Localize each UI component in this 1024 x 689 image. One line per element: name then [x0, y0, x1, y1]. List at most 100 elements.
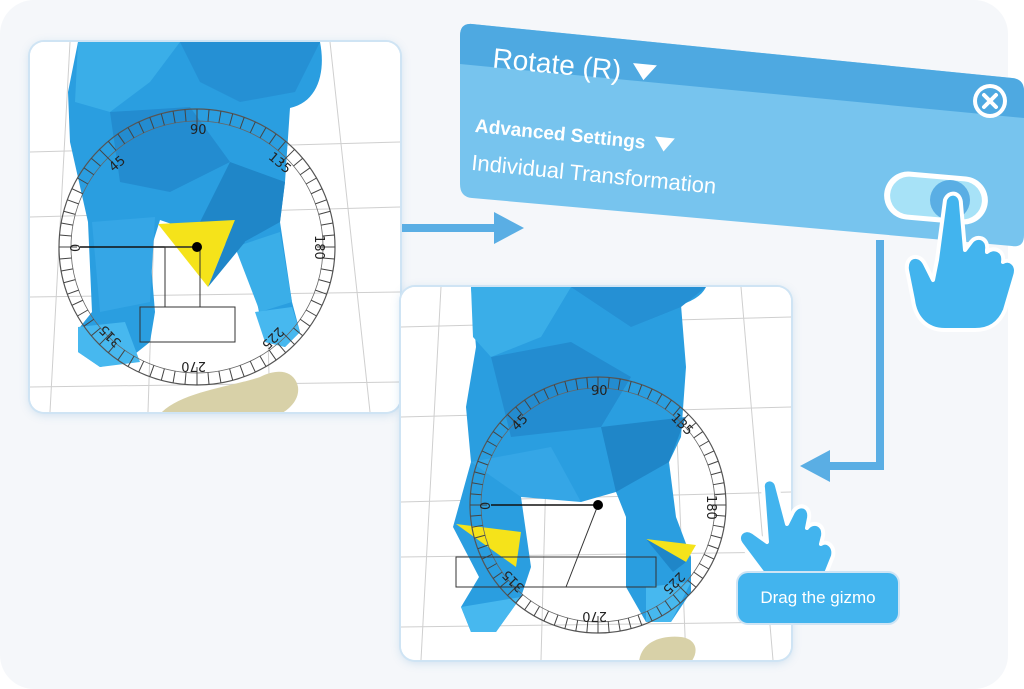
- gizmo-tick: [268, 133, 277, 145]
- gizmo-tick: [533, 393, 540, 404]
- gizmo-tick: [67, 289, 79, 295]
- gizmo-tick: [627, 381, 632, 393]
- gizmo-tick: [507, 583, 520, 596]
- gizmo-tick: [492, 431, 503, 439]
- gizmo-tick: [305, 309, 317, 317]
- gizmo-tick: [310, 188, 323, 195]
- gizmo-tick: [59, 257, 72, 260]
- gizmo-tick: [575, 620, 579, 632]
- gizmo-tick: [310, 299, 323, 306]
- gizmo-tick: [656, 606, 663, 617]
- gizmo-tick: [305, 177, 317, 185]
- gizmo-tick: [477, 544, 489, 550]
- gizmo-tick: [486, 563, 497, 570]
- gizmo-tick: [646, 388, 653, 400]
- gizmo-tick: [471, 524, 483, 528]
- gizmo-tick: [277, 343, 287, 354]
- gizmo-label-90: 90: [190, 123, 207, 138]
- gizmo-tick: [107, 343, 117, 354]
- gizmo-tick: [63, 210, 76, 215]
- gizmo-tick: [149, 117, 155, 129]
- gizmo-tick: [172, 111, 176, 124]
- gizmo-tick: [693, 431, 704, 439]
- gizmo-tick: [499, 422, 509, 431]
- gizmo-tick: [564, 617, 569, 629]
- gizmo-tick: [710, 471, 722, 476]
- gizmo-tick: [90, 157, 101, 167]
- gizmo-tick: [693, 571, 704, 579]
- floor-base: [639, 636, 696, 660]
- gizmo-tick: [67, 199, 79, 205]
- gizmo-label-0: 0: [69, 244, 84, 252]
- gizmo-tick: [90, 327, 101, 337]
- gizmo-center[interactable]: [593, 500, 603, 510]
- gizmo-tick: [218, 111, 222, 124]
- gizmo-tick: [699, 563, 710, 570]
- gizmo-tick: [249, 360, 256, 373]
- gizmo-tick: [710, 534, 722, 539]
- gizmo-tick: [492, 571, 503, 579]
- gizmo-tick: [586, 621, 589, 633]
- gizmo-tick: [617, 620, 621, 632]
- gizmo-center[interactable]: [192, 242, 202, 252]
- gizmo-tick: [61, 268, 74, 272]
- gizmo-tick: [172, 370, 176, 383]
- gizmo-tick: [71, 188, 84, 195]
- gizmo-tick: [543, 610, 550, 622]
- gizmo-tick: [575, 378, 579, 390]
- floor-base: [162, 371, 299, 412]
- gizmo-tick: [672, 406, 681, 416]
- gizmo-tick: [617, 378, 621, 390]
- gizmo-tick: [71, 299, 84, 306]
- gizmo-tick: [687, 422, 697, 431]
- gizmo-tick: [656, 393, 663, 404]
- gizmo-tick: [299, 318, 311, 327]
- gizmo-tick: [318, 279, 331, 284]
- gizmo-tick: [672, 594, 681, 604]
- gizmo-tick: [149, 365, 155, 377]
- gizmo-tick: [627, 617, 632, 629]
- gizmo-tick: [83, 167, 95, 176]
- gizmo-tick: [713, 524, 725, 528]
- gizmo-tick: [229, 368, 234, 381]
- gizmo-tick: [239, 365, 245, 377]
- gizmo-tick: [699, 440, 710, 447]
- gizmo-tick: [507, 414, 520, 427]
- gizmo-tick: [218, 370, 222, 383]
- gizmo-tick: [470, 493, 482, 496]
- gizmo-tick: [107, 140, 117, 151]
- gizmo-tick: [474, 534, 486, 539]
- gizmo-tick: [83, 318, 95, 327]
- gizmo-tick: [470, 514, 482, 517]
- gizmo-tick: [160, 368, 165, 381]
- gizmo-tick: [515, 406, 524, 416]
- gizmo-tick: [646, 610, 653, 622]
- gizmo-tick: [499, 579, 509, 588]
- gizmo-tick: [315, 289, 327, 295]
- gizmo-tick: [703, 450, 715, 457]
- gizmo-tick: [160, 113, 165, 126]
- gizmo-tick: [714, 514, 726, 517]
- gizmo-tick: [259, 127, 267, 139]
- gizmo-label-270: 270: [582, 608, 607, 623]
- gizmo-tick: [533, 606, 540, 617]
- gizmo-tick: [707, 544, 719, 550]
- gizmo-tick: [127, 355, 135, 367]
- gizmo-tick: [293, 157, 304, 167]
- gizmo-tick: [564, 381, 569, 393]
- gizmo-tick: [471, 482, 483, 486]
- gizmo-tick: [207, 109, 210, 122]
- gizmo-tick: [714, 493, 726, 496]
- viewport-before[interactable]: 90 45 135 0 180 315 225 270: [30, 42, 400, 412]
- gizmo-tick: [524, 600, 532, 611]
- gizmo-tick: [63, 279, 76, 284]
- gizmo-tick: [481, 450, 493, 457]
- gizmo-tick: [138, 360, 145, 373]
- gizmo-tick: [474, 471, 486, 476]
- gizmo-tick: [637, 614, 643, 626]
- gizmo-tick: [61, 222, 74, 226]
- gizmo-label-90: 90: [591, 384, 608, 399]
- gizmo-tick: [77, 177, 89, 185]
- viewport-after[interactable]: 90 45 135 0 180 315 225 270: [401, 287, 791, 660]
